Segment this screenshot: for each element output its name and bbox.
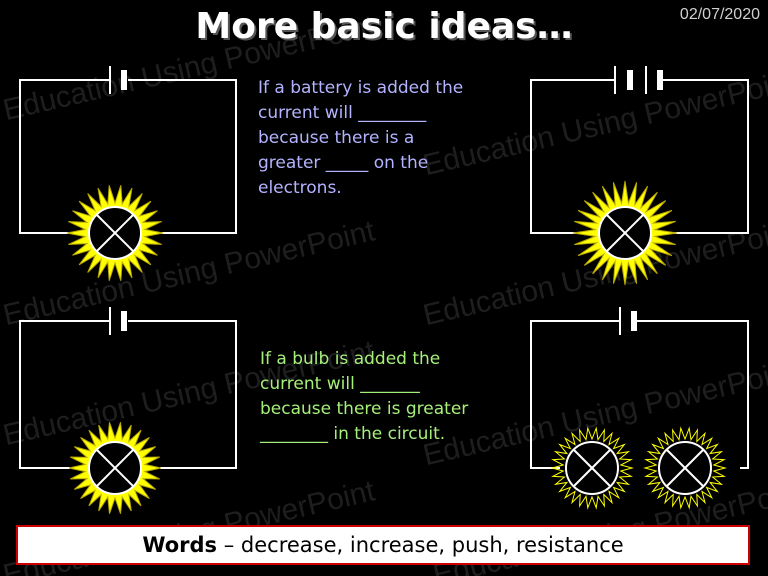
question-line: If a bulb is added the <box>260 349 441 369</box>
words-label: Words <box>142 533 218 557</box>
question-line: If a battery is added the <box>258 78 464 98</box>
bulb <box>598 206 652 260</box>
question-battery: If a battery is added the current will _… <box>258 76 528 201</box>
question-line: because there is greater <box>260 399 469 419</box>
circuit-single-cell <box>19 66 237 234</box>
question-line: current will _______ <box>260 374 420 394</box>
circuit-two-bulbs <box>530 307 749 469</box>
slide-title: More basic ideas… <box>195 6 573 47</box>
bulb <box>658 441 712 495</box>
bulb <box>565 441 619 495</box>
bulb <box>88 206 142 260</box>
bulb-glow-dim <box>643 426 727 510</box>
question-line: greater _____ on the <box>258 153 429 173</box>
question-line: because there is a <box>258 128 415 148</box>
bulb-glow-dim <box>550 426 634 510</box>
slide-date: 02/07/2020 <box>679 6 760 23</box>
question-line: ________ in the circuit. <box>260 424 446 444</box>
words-list: – decrease, increase, push, resistance <box>217 533 624 557</box>
question-bulb: If a bulb is added the current will ____… <box>260 347 530 447</box>
circuit-double-cell <box>530 66 749 234</box>
circuit-one-bulb <box>19 307 237 469</box>
bulb <box>88 441 142 495</box>
question-line: electrons. <box>258 178 342 198</box>
question-line: current will ________ <box>258 103 427 123</box>
words-box: Words – decrease, increase, push, resist… <box>16 525 750 565</box>
